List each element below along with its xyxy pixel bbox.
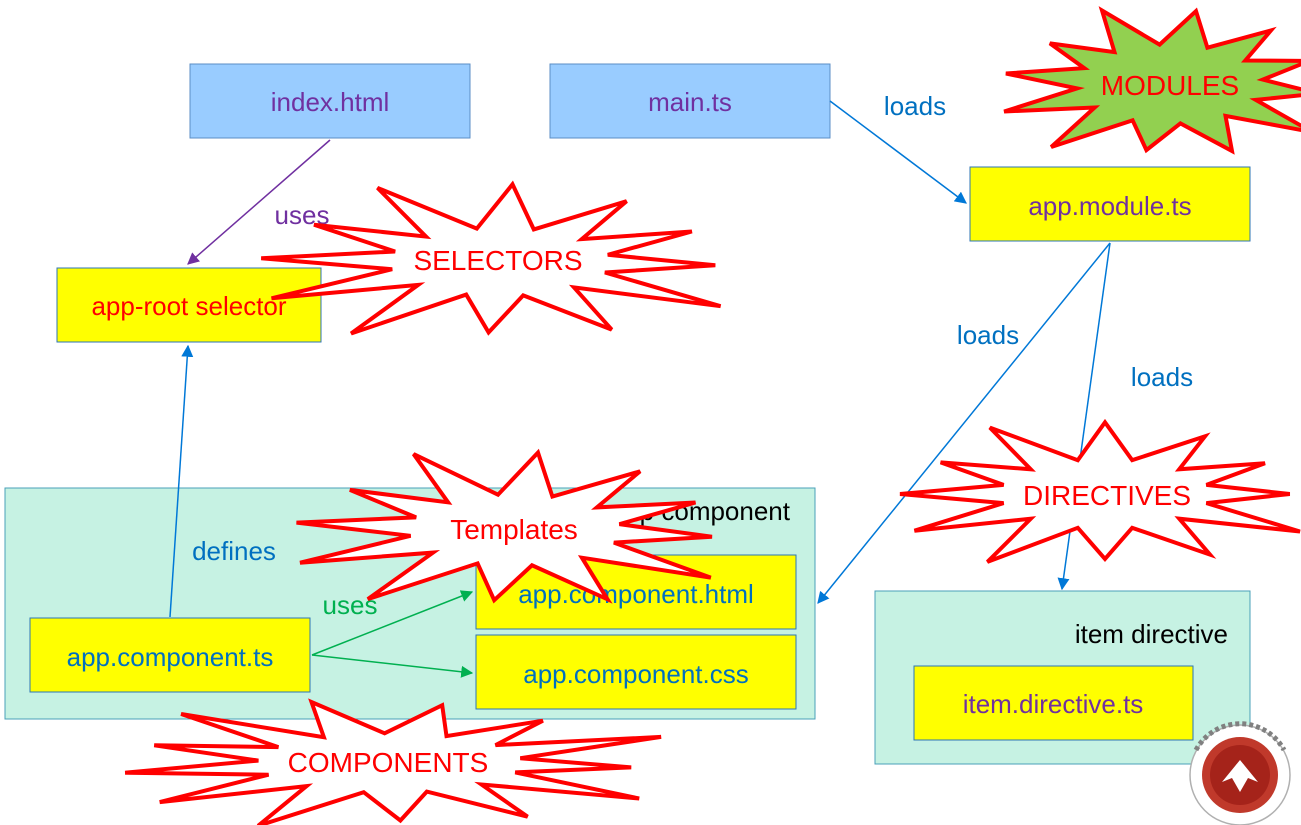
main-ts-label: main.ts: [648, 87, 732, 117]
modules-burst: MODULES: [1003, 6, 1301, 155]
components-burst: COMPONENTS: [124, 698, 662, 825]
selectors-burst-label: SELECTORS: [413, 245, 582, 276]
component-uses-css-arrow: [311, 654, 474, 678]
directives-burst: DIRECTIVES: [899, 418, 1301, 564]
templates-burst: Templates: [296, 448, 713, 604]
app-component-css-node: app.component.css: [475, 634, 797, 710]
component-defines-selector-arrow: [169, 344, 194, 618]
main-ts-node: main.ts: [549, 63, 831, 139]
university-seal-icon: [1189, 721, 1291, 825]
module-loads-component-arrow: [817, 242, 1111, 604]
item-directive-ts-label: item.directive.ts: [963, 689, 1144, 719]
app-component-css-label: app.component.css: [523, 659, 748, 689]
app-root-selector-label: app-root selector: [91, 291, 286, 321]
item-directive-ts-node: item.directive.ts: [913, 665, 1194, 741]
component-uses-html-arrow: [311, 590, 474, 656]
module-loads-component-label: loads: [957, 320, 1019, 350]
directives-burst-label: DIRECTIVES: [1023, 480, 1191, 511]
index-uses-selector-arrow: [187, 139, 331, 265]
app-component-html-label: app.component.html: [518, 579, 754, 609]
module-loads-directive-label: loads: [1131, 362, 1193, 392]
app-root-selector-node: app-root selector: [56, 267, 322, 343]
modules-burst-label: MODULES: [1101, 70, 1239, 101]
templates-burst-label: Templates: [450, 514, 578, 545]
selectors-burst: SELECTORS: [261, 180, 722, 336]
components-burst-label: COMPONENTS: [288, 747, 489, 778]
main-loads-label: loads: [884, 91, 946, 121]
component-uses-label: uses: [323, 590, 378, 620]
component-defines-label: defines: [192, 536, 276, 566]
app-module-ts-label: app.module.ts: [1028, 191, 1191, 221]
app-module-ts-node: app.module.ts: [969, 166, 1251, 242]
index-html-node: index.html: [189, 63, 471, 139]
app-component-ts-label: app.component.ts: [67, 642, 274, 672]
index-html-label: index.html: [271, 87, 390, 117]
item-directive-group-label: item directive: [1075, 619, 1228, 649]
app-component-ts-node: app.component.ts: [29, 617, 311, 693]
main-loads-module-arrow: [829, 100, 967, 204]
